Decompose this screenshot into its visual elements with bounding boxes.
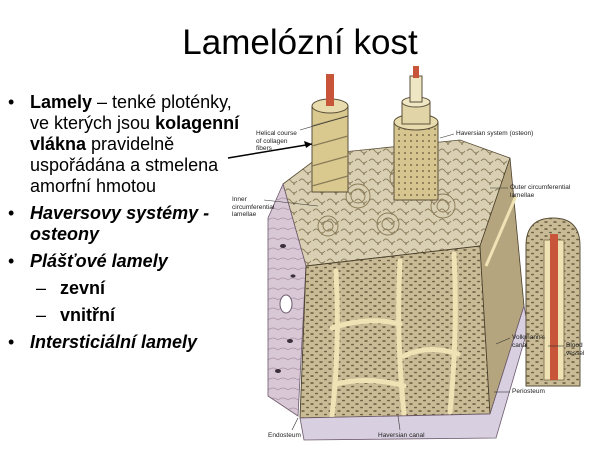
osteon-cylinder-right (393, 66, 439, 201)
sub-bullet-vnitrni: – vnitřní (30, 305, 246, 326)
compact-bone-illustration (227, 66, 581, 441)
term-vnitrni: vnitřní (60, 305, 116, 325)
label-volkmann-line-2: canal (512, 341, 528, 349)
term-kolagenni-vlakna: kolagenní vlákna (30, 113, 240, 154)
bullet-marker: • (8, 332, 15, 352)
bullet-lamely: • Lamely – tenké ploténky, ve kterých js… (6, 92, 246, 197)
front-canals (329, 251, 461, 419)
label-blood-line-1: Blood (566, 342, 583, 349)
label-volkmann-canal: Volkmann's canal (512, 334, 545, 349)
bullet-marker: • (8, 92, 15, 112)
label-outer-line-2: lamellae (510, 191, 535, 199)
pointer-arrow (227, 141, 313, 159)
dash-marker: – (36, 278, 47, 298)
label-outer-line-1: Outer circumferential (510, 184, 571, 191)
slide-title: Lamelózní kost (182, 23, 418, 62)
dash-marker: – (36, 305, 47, 325)
label-inner-line-3: lamellae (232, 211, 257, 218)
label-inner-line-1: Inner (232, 196, 247, 203)
label-helical-line-3: fibers (256, 145, 272, 152)
term-intersticialni: Intersticiální lamely (30, 332, 198, 352)
term-plastove: Plášťové lamely (30, 251, 168, 271)
label-helical-line-2: of collagen (256, 137, 288, 145)
bullet-marker: • (8, 203, 15, 223)
label-endosteum: Endosteum (268, 432, 301, 439)
term-zevni: zevní (60, 278, 106, 298)
endosteum-opening (279, 294, 293, 314)
bullet-haversovy: • Haversovy systémy - osteony (6, 203, 246, 245)
label-volkmann-line-1: Volkmann's (512, 334, 546, 341)
inset-osteon (525, 217, 581, 387)
osteon-cylinder-left (311, 74, 349, 193)
label-helical-line-1: Helical course (256, 130, 297, 137)
term-lamely: Lamely (30, 92, 93, 112)
label-haversian-canal: Haversian canal (378, 432, 425, 439)
label-blood-line-2: vessel (566, 349, 585, 357)
bullet-plastove: • Plášťové lamely (6, 251, 246, 272)
label-haversian-system: Haversian system (osteon) (456, 130, 534, 137)
bone-front-face (299, 245, 491, 419)
bullet-intersticialni: • Intersticiální lamely (6, 332, 246, 353)
bullet-list: • Lamely – tenké ploténky, ve kterých js… (6, 92, 246, 359)
label-inner-lamellae: Inner circumferential lamellae (232, 196, 274, 219)
label-blood-vessel: Blood vessel (566, 342, 584, 357)
leader-lines (263, 115, 564, 431)
label-inner-line-2: circumferential (232, 203, 275, 211)
sub-bullet-zevni: – zevní (30, 278, 246, 299)
term-haversovy: Haversovy systémy - osteony (30, 203, 210, 244)
label-outer-lamellae: Outer circumferential lamellae (510, 184, 570, 199)
endosteum-cells (275, 244, 296, 373)
lamely-text-2: pravidelně uspořádána a stmelena amorfní… (30, 134, 219, 196)
lamely-text-1: – tenké ploténky, ve kterých jsou (30, 92, 232, 133)
label-helical: Helical course of collagen fibers (256, 130, 297, 153)
label-periosteum: Periosteum (512, 388, 545, 395)
compact-bone-figure: Helical course of collagen fibers Havers… (227, 66, 600, 449)
bullet-marker: • (8, 251, 15, 271)
